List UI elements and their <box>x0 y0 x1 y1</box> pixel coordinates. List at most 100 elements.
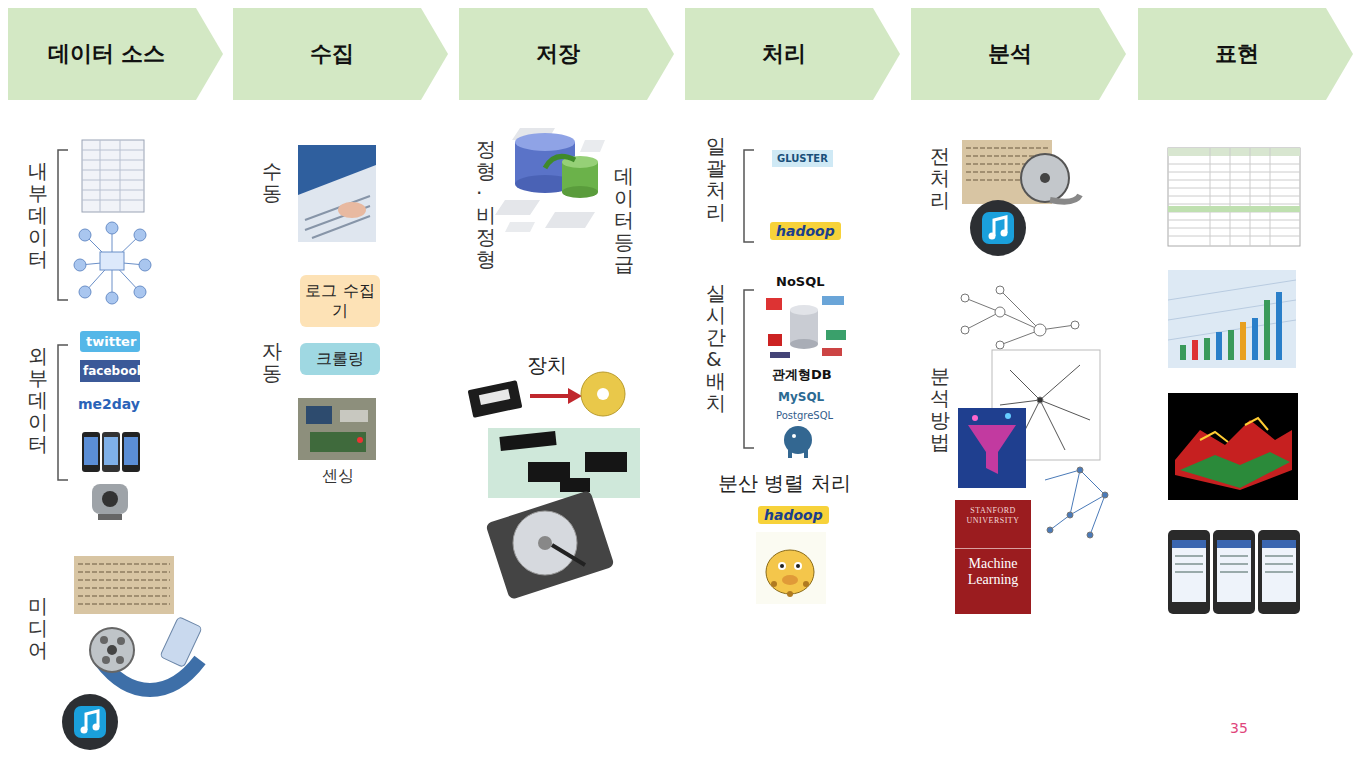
illustration-part <box>93 724 100 731</box>
illustration-part <box>768 334 782 346</box>
logo-text: GLUSTER <box>772 150 833 167</box>
stage-title: 수집 <box>310 39 354 69</box>
illustration-part <box>298 165 376 242</box>
illustration-part <box>995 307 1005 317</box>
illustration-part <box>766 550 814 594</box>
illustration-part <box>770 352 790 358</box>
illustration-part <box>552 545 585 565</box>
illustration-part <box>485 490 614 600</box>
illustration-part <box>1077 467 1083 473</box>
illustration-part <box>107 645 117 655</box>
illustration-part <box>1071 321 1079 329</box>
spreadsheet-icon <box>82 140 144 212</box>
illustration-part <box>787 591 793 597</box>
stage-title: 처리 <box>762 39 806 69</box>
illustration-part <box>306 406 332 424</box>
vertical-label: 전처리 <box>930 145 950 211</box>
illustration-part <box>340 410 368 422</box>
illustration-part <box>970 200 1026 256</box>
illustration-part <box>1216 332 1222 360</box>
illustration-part <box>82 432 100 472</box>
vertical-label: 실시간 & 배치 <box>706 282 726 414</box>
logo-text: hadoop <box>770 222 841 240</box>
illustration-part <box>102 432 120 472</box>
illustration-part <box>1087 532 1093 538</box>
illustration-part <box>562 186 598 198</box>
illustration-part <box>568 388 582 404</box>
process-box: 크롤링 <box>300 343 380 375</box>
illustration-part <box>357 437 363 443</box>
illustration-part <box>104 437 118 465</box>
illustration-part <box>1262 540 1296 548</box>
illustration-part <box>790 305 818 315</box>
illustration-part <box>1172 540 1206 548</box>
illustration-part <box>1047 527 1053 533</box>
illustration-part <box>102 491 118 507</box>
illustration-part <box>100 252 124 270</box>
illustration-part <box>160 617 202 668</box>
illustration-part <box>744 290 754 448</box>
illustration-part <box>58 150 68 300</box>
illustration-part <box>134 229 146 241</box>
illustration-part <box>1175 556 1293 572</box>
illustration-part <box>79 286 91 298</box>
box-label: 로그 수집기 <box>304 281 376 321</box>
surface-plot-thumbnail <box>1168 393 1298 500</box>
illustration-part <box>134 286 146 298</box>
logo-text: MySQL <box>778 390 824 404</box>
illustration-part <box>961 294 969 302</box>
vertical-label: 내부 데이터 <box>28 160 48 270</box>
illustration-part <box>545 156 575 168</box>
illustration-part <box>996 286 1004 294</box>
keyboard-photo <box>298 145 376 242</box>
box-label: 크롤링 <box>304 349 376 369</box>
illustration-part <box>581 372 625 416</box>
stage-title: 저장 <box>536 39 580 69</box>
logo-text: facebook <box>80 360 140 382</box>
illustration-part <box>102 656 110 664</box>
sensor-board-photo <box>298 398 376 460</box>
illustration-part <box>756 532 826 604</box>
illustration-part <box>822 348 842 356</box>
illustration-part <box>74 556 174 614</box>
illustration-part <box>92 484 128 514</box>
illustration-part <box>1037 397 1043 403</box>
illustration-part <box>82 140 144 212</box>
vertical-label: 분석 방법 <box>930 365 950 453</box>
illustration-part <box>782 575 798 585</box>
illustration-part <box>1040 173 1050 183</box>
illustration-part <box>778 562 786 570</box>
process-box: 로그 수집기 <box>300 275 380 327</box>
illustration-part <box>585 452 627 472</box>
postgres-elephant <box>784 426 812 458</box>
logo-text: twitter <box>80 331 140 352</box>
illustration-part <box>1001 230 1008 237</box>
illustration-part <box>794 562 802 570</box>
bracket <box>58 150 754 480</box>
illustration-part <box>792 434 796 438</box>
book-text: STANFORD UNIVERSITY <box>959 506 1027 525</box>
illustration-part <box>780 564 784 568</box>
illustration-part <box>90 628 134 672</box>
illustration-part <box>826 330 846 340</box>
vertical-label: 수동 <box>262 160 282 204</box>
illustration-part <box>822 296 844 305</box>
memory-chips-photo <box>488 428 640 498</box>
caption-label: 장치 <box>527 352 567 379</box>
illustration-part <box>1175 420 1292 490</box>
illustration-part <box>82 140 144 212</box>
illustration-part <box>468 380 523 418</box>
illustration-part <box>122 432 140 472</box>
funnel-icon <box>958 408 1026 488</box>
chevron-fill <box>1138 8 1353 100</box>
illustration-part <box>989 233 996 240</box>
illustration-part <box>1276 292 1282 360</box>
chevron-fill <box>685 8 900 100</box>
logo-text: 관계형DB <box>772 366 832 384</box>
illustration-part <box>1192 340 1198 360</box>
illustration-part <box>958 408 1026 488</box>
illustration-part <box>117 637 125 645</box>
caption-label: 분산 병렬 처리 <box>718 470 851 497</box>
illustration-part <box>1034 324 1046 336</box>
illustration-part <box>803 581 809 587</box>
